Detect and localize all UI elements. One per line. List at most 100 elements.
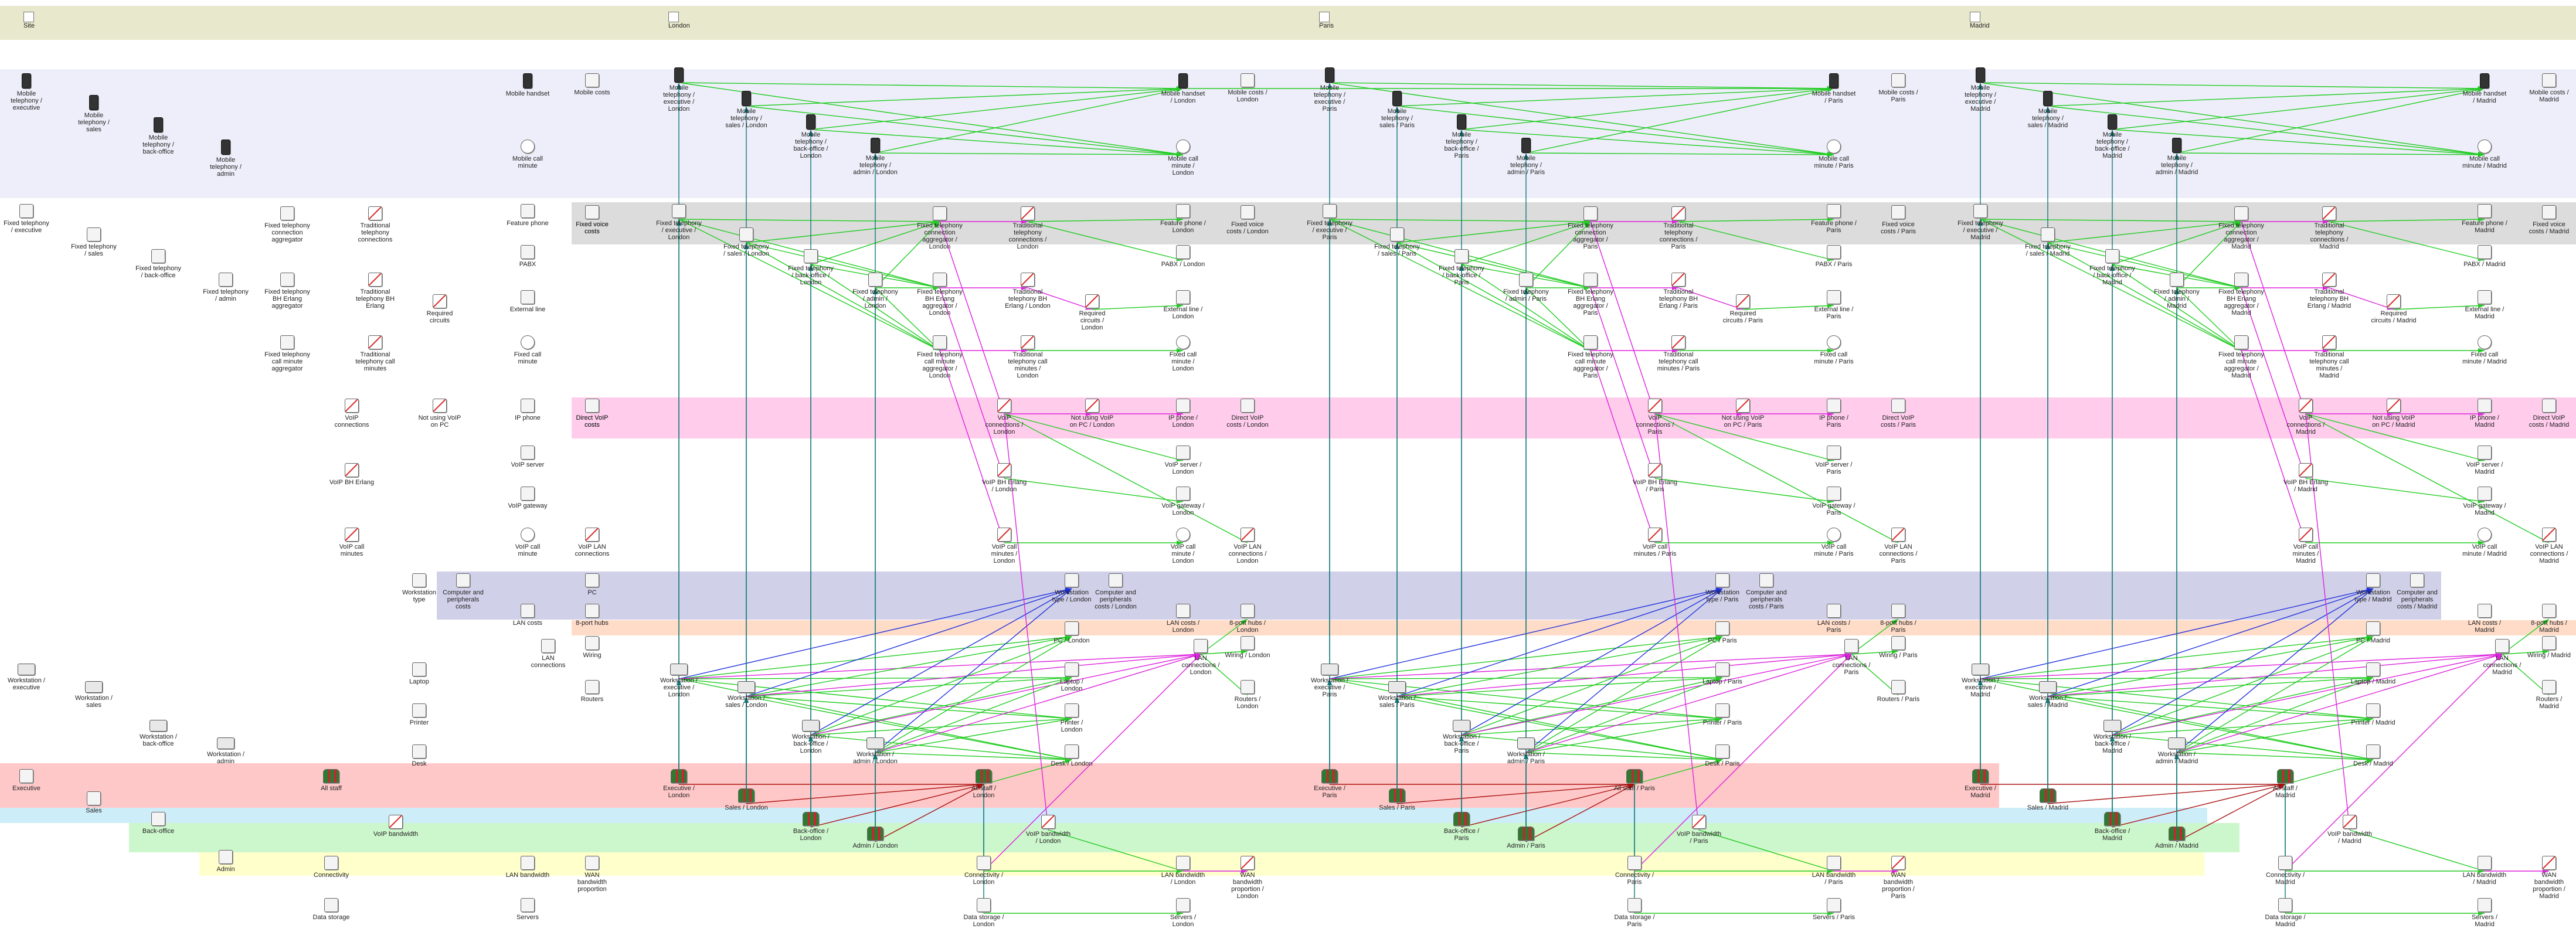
madrid-node-g2[interactable]: Connectivity / Madrid — [2262, 856, 2308, 886]
paris-node-d11[interactable]: Desk / Paris — [1700, 744, 1745, 767]
paris-node-c8[interactable]: VoIP gateway / Paris — [1811, 487, 1857, 516]
paris-node-b11[interactable]: Required circuits / Paris — [1720, 294, 1766, 324]
madrid-node-b16[interactable]: Fixed voice costs / Madrid — [2526, 205, 2572, 235]
left-node-n16[interactable]: VoIP connections — [329, 399, 375, 429]
left-node-n32[interactable]: Printer — [396, 703, 442, 726]
left-node-n49[interactable]: PABX — [505, 245, 550, 268]
london-node-b13[interactable]: PABX / London — [1160, 245, 1206, 268]
london-node-f4[interactable]: Admin / London — [852, 827, 898, 849]
london-node-c3[interactable]: IP phone / London — [1160, 399, 1206, 429]
london-node-d2[interactable]: Computer and peripherals costs / London — [1093, 573, 1139, 610]
madrid-node-e3[interactable]: Workstation / back-office / Madrid — [2089, 720, 2135, 754]
madrid-node-b6[interactable]: Fixed telephony BH Erlang aggregator / M… — [2218, 273, 2264, 317]
london-node-a4[interactable]: Mobile telephony / admin / London — [852, 138, 898, 176]
paris-node-b2[interactable]: Fixed telephony / sales / Paris — [1374, 227, 1420, 257]
paris-node-a2[interactable]: Mobile telephony / sales / Paris — [1374, 91, 1420, 129]
madrid-node-d7[interactable]: Wiring / Madrid — [2526, 636, 2572, 659]
madrid-node-b11[interactable]: Required circuits / Madrid — [2371, 294, 2417, 324]
london-fixed-voice-costs-label[interactable]: Fixed voice costs — [569, 205, 615, 235]
madrid-node-d6[interactable]: LAN connections / Madrid — [2479, 639, 2525, 676]
madrid-node-g5[interactable]: Data storage / Madrid — [2262, 898, 2308, 928]
madrid-node-d2[interactable]: Computer and peripherals costs / Madrid — [2394, 573, 2440, 610]
paris-node-b1[interactable]: Fixed telephony / executive / Paris — [1307, 204, 1352, 241]
paris-node-d9[interactable]: Laptop / Paris — [1700, 662, 1745, 685]
london-node-d7[interactable]: Wiring / London — [1225, 636, 1270, 659]
paris-node-a5[interactable]: Mobile handset / Paris — [1811, 73, 1857, 104]
london-node-b4[interactable]: Fixed telephony / admin / London — [852, 273, 898, 310]
paris-node-g1[interactable]: VoIP bandwidth / Paris — [1676, 815, 1722, 845]
left-node-n37[interactable]: Admin — [203, 850, 249, 873]
left-node-n4[interactable]: Mobile telephony / admin — [203, 140, 249, 178]
london-node-d9[interactable]: Laptop / London — [1049, 662, 1095, 692]
paris-node-d7[interactable]: Wiring / Paris — [1875, 636, 1921, 659]
paris-node-c3[interactable]: IP phone / Paris — [1811, 399, 1857, 429]
paris-node-a4[interactable]: Mobile telephony / admin / Paris — [1503, 138, 1549, 176]
madrid-node-b8[interactable]: Traditional telephony connections / Madr… — [2306, 206, 2352, 250]
paris-node-e2[interactable]: Workstation / sales / Paris — [1374, 681, 1420, 709]
madrid-node-a7[interactable]: Mobile costs / Madrid — [2526, 73, 2572, 103]
paris-node-c6[interactable]: VoIP BH Erlang / Paris — [1632, 463, 1678, 493]
left-node-n43[interactable]: Data storage — [308, 898, 354, 921]
madrid-node-d3[interactable]: LAN costs / Madrid — [2462, 604, 2507, 634]
paris-node-d1[interactable]: Workstation type / Paris — [1700, 573, 1745, 603]
paris-node-c1[interactable]: VoIP connections / Paris — [1632, 399, 1678, 436]
paris-node-f1[interactable]: Executive / Paris — [1307, 769, 1352, 799]
paris-node-d6[interactable]: LAN connections / Paris — [1829, 639, 1874, 676]
paris-node-e4[interactable]: Workstation / admin / Paris — [1503, 737, 1549, 765]
left-node-n40[interactable]: Connectivity — [308, 856, 354, 879]
left-node-n7[interactable]: Fixed telephony / back-office — [135, 249, 181, 279]
london-node-d1[interactable]: Workstation type / London — [1049, 573, 1095, 603]
paris-node-b13[interactable]: PABX / Paris — [1811, 245, 1857, 268]
left-node-n8[interactable]: Fixed telephony / admin — [203, 273, 249, 302]
paris-node-d2[interactable]: Computer and peripherals costs / Paris — [1744, 573, 1789, 610]
madrid-node-a4[interactable]: Mobile telephony / admin / Madrid — [2154, 138, 2200, 176]
left-node-n30[interactable]: Workstation / admin — [203, 737, 249, 765]
paris-node-d4[interactable]: 8-port hubs / Paris — [1875, 604, 1921, 634]
london-node-b10[interactable]: Traditional telephony call minutes / Lon… — [1005, 335, 1051, 379]
london-node-b16[interactable]: Fixed voice costs / London — [1225, 205, 1270, 235]
london-node-e4[interactable]: Workstation / admin / London — [852, 737, 898, 765]
left-node-n18[interactable]: VoIP call minutes — [329, 528, 375, 557]
left-node-n9[interactable]: Fixed telephony connection aggregator — [264, 206, 310, 243]
london-node-b5[interactable]: Fixed telephony connection aggregator / … — [917, 206, 963, 250]
madrid-node-b1[interactable]: Fixed telephony / executive / Madrid — [1958, 204, 2003, 241]
left-node-n51[interactable]: Fixed call minute — [505, 335, 550, 365]
paris-node-e1[interactable]: Workstation / executive / Paris — [1307, 664, 1352, 698]
left-node-n39[interactable]: VoIP bandwidth — [373, 815, 419, 838]
madrid-node-b7[interactable]: Fixed telephony call minute aggregator /… — [2218, 335, 2264, 379]
madrid-node-b12[interactable]: Feature phone / Madrid — [2462, 204, 2507, 234]
madrid-node-a1[interactable]: Mobile telephony / executive / Madrid — [1958, 67, 2003, 113]
left-node-n22[interactable]: LAN costs — [505, 604, 550, 627]
madrid-node-a5[interactable]: Mobile handset / Madrid — [2462, 73, 2507, 104]
paris-node-c2[interactable]: Not using VoIP on PC / Paris — [1720, 399, 1766, 429]
london-node-a7[interactable]: Mobile costs / London — [1225, 73, 1270, 103]
london-node-g1[interactable]: VoIP bandwidth / London — [1025, 815, 1071, 845]
left-node-n55[interactable]: VoIP gateway — [505, 487, 550, 509]
left-node-n42[interactable]: WAN bandwidth proportion — [569, 856, 615, 893]
madrid-node-b13[interactable]: PABX / Madrid — [2462, 245, 2507, 268]
left-node-n23[interactable]: LAN connections — [525, 639, 571, 669]
paris-node-e3[interactable]: Workstation / back-office / Paris — [1439, 720, 1484, 754]
paris-node-d10[interactable]: Printer / Paris — [1700, 703, 1745, 726]
london-node-g6[interactable]: Servers / London — [1160, 898, 1206, 928]
left-node-n53[interactable]: IP phone — [505, 399, 550, 421]
madrid-node-g3[interactable]: LAN bandwidth / Madrid — [2462, 856, 2507, 886]
left-node-n48[interactable]: Feature phone — [505, 204, 550, 227]
paris-node-g4[interactable]: WAN bandwidth proportion / Paris — [1875, 856, 1921, 900]
madrid-node-d4[interactable]: 8-port hubs / Madrid — [2526, 604, 2572, 634]
left-node-n58[interactable]: VoIP LAN connections — [569, 528, 615, 557]
left-node-n36[interactable]: Back-office — [135, 812, 181, 835]
paris-node-f2[interactable]: Sales / Paris — [1374, 788, 1420, 811]
london-node-f5[interactable]: All staff / London — [961, 769, 1007, 799]
paris-node-c9[interactable]: VoIP call minutes / Paris — [1632, 528, 1678, 557]
paris-node-b8[interactable]: Traditional telephony connections / Pari… — [1656, 206, 1701, 250]
london-node-c4[interactable]: Direct VoIP costs / London — [1225, 399, 1270, 429]
madrid-node-b5[interactable]: Fixed telephony connection aggregator / … — [2218, 206, 2264, 250]
paris-node-b3[interactable]: Fixed telephony / back-office / Paris — [1439, 249, 1484, 286]
madrid-node-d11[interactable]: Desk / Madrid — [2350, 744, 2396, 767]
paris-node-c10[interactable]: VoIP call minute / Paris — [1811, 528, 1857, 557]
left-node-n20[interactable]: Workstation type — [396, 573, 442, 603]
left-node-n29[interactable]: Workstation / back-office — [135, 720, 181, 747]
london-node-f1[interactable]: Executive / London — [656, 769, 702, 799]
left-node-n6[interactable]: Fixed telephony / sales — [71, 227, 117, 257]
